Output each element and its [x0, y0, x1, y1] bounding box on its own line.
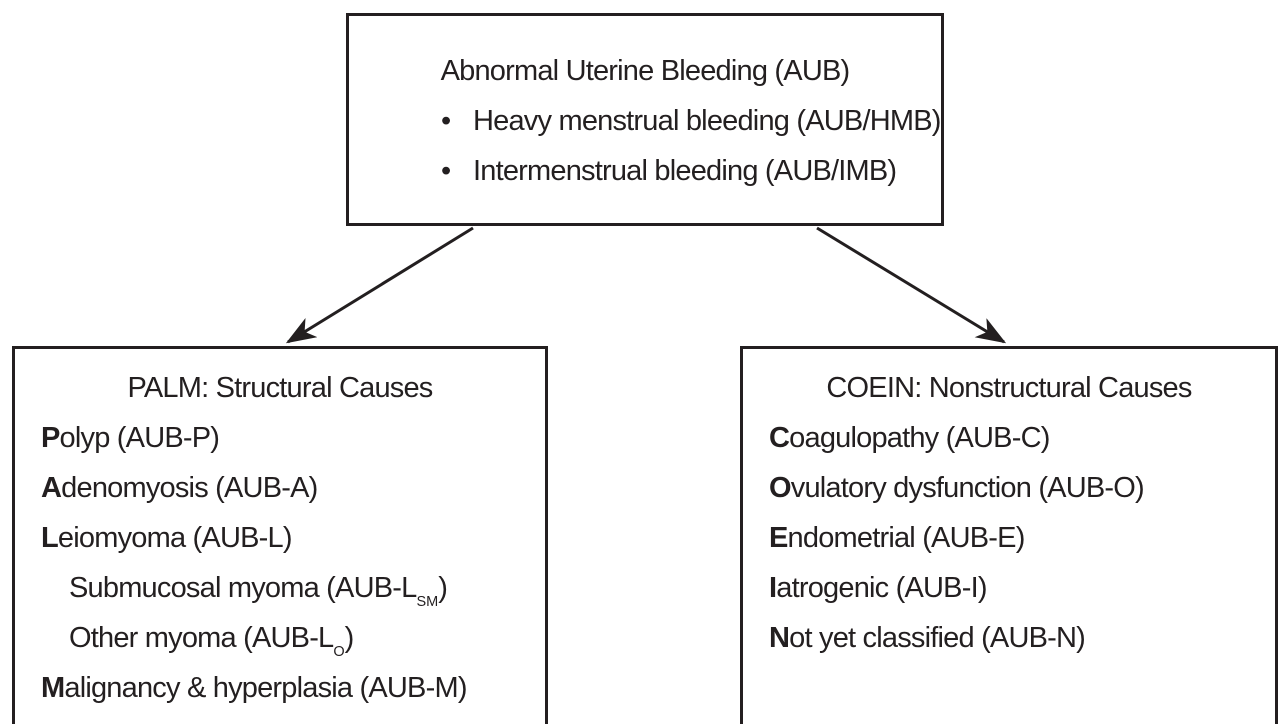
palm-box: PALM: Structural Causes Polyp (AUB-P) Ad…: [12, 346, 548, 724]
lead-letter: E: [769, 522, 788, 554]
list-item: Other myoma (AUB-LO): [41, 613, 545, 663]
lead-letter: A: [41, 472, 62, 504]
list-item: Not yet classified (AUB-N): [769, 613, 1275, 663]
item-text: alignancy & hyperplasia (AUB-M): [64, 672, 467, 704]
list-item: Polyp (AUB-P): [41, 413, 545, 463]
bullet-icon: •: [441, 155, 451, 187]
lead-letter: C: [769, 422, 790, 454]
item-subscript: SM: [416, 594, 439, 611]
list-item: Coagulopathy (AUB-C): [769, 413, 1275, 463]
lead-letter: M: [41, 672, 65, 704]
lead-letter: O: [769, 472, 792, 504]
bullet-icon: •: [441, 105, 451, 137]
item-text: eiomyoma (AUB-L): [57, 522, 293, 554]
list-item: Ovulatory dysfunction (AUB-O): [769, 463, 1275, 513]
item-text: Other myoma (AUB-L: [69, 622, 334, 654]
aub-box-title: Abnormal Uterine Bleeding (AUB): [440, 55, 851, 87]
coein-item-list: Coagulopathy (AUB-C) Ovulatory dysfuncti…: [743, 413, 1275, 663]
list-item: Iatrogenic (AUB-I): [769, 563, 1275, 613]
item-text: denomyosis (AUB-A): [61, 472, 318, 504]
list-item: Adenomyosis (AUB-A): [41, 463, 545, 513]
list-item: • Heavy menstrual bleeding (AUB/HMB): [349, 96, 941, 146]
item-text: atrogenic (AUB-I): [776, 572, 987, 604]
lead-letter: I: [769, 572, 777, 604]
item-subscript: O: [333, 644, 345, 661]
arrow-right: [816, 226, 1007, 344]
lead-letter: N: [769, 622, 790, 654]
aub-box: Abnormal Uterine Bleeding (AUB) • Heavy m…: [346, 13, 944, 226]
bullet-item-text: Heavy menstrual bleeding (AUB/HMB): [473, 105, 941, 137]
lead-letter: L: [41, 522, 59, 554]
palm-box-title: PALM: Structural Causes: [127, 372, 433, 404]
arrow-left: [285, 226, 474, 344]
item-text-after: ): [344, 622, 355, 654]
item-text: ot yet classified (AUB-N): [789, 622, 1086, 654]
list-item: Submucosal myoma (AUB-LSM): [41, 563, 545, 613]
list-item: • Intermenstrual bleeding (AUB/IMB): [349, 146, 941, 196]
list-item: Malignancy & hyperplasia (AUB-M): [41, 663, 545, 713]
lead-letter: P: [41, 422, 60, 454]
list-item: Leiomyoma (AUB-L): [41, 513, 545, 563]
bullet-item-text: Intermenstrual bleeding (AUB/IMB): [473, 155, 897, 187]
palm-item-list: Polyp (AUB-P) Adenomyosis (AUB-A) Leiomy…: [15, 413, 545, 713]
list-item: Endometrial (AUB-E): [769, 513, 1275, 563]
item-text: oagulopathy (AUB-C): [789, 422, 1050, 454]
item-text-after: ): [438, 572, 448, 604]
coein-box-title: COEIN: Nonstructural Causes: [826, 372, 1192, 404]
item-text: vulatory dysfunction (AUB-O): [790, 472, 1145, 504]
coein-box: COEIN: Nonstructural Causes Coagulopathy…: [740, 346, 1278, 724]
item-text: Submucosal myoma (AUB-L: [69, 572, 417, 604]
item-text: olyp (AUB-P): [59, 422, 220, 454]
item-text: ndometrial (AUB-E): [787, 522, 1026, 554]
